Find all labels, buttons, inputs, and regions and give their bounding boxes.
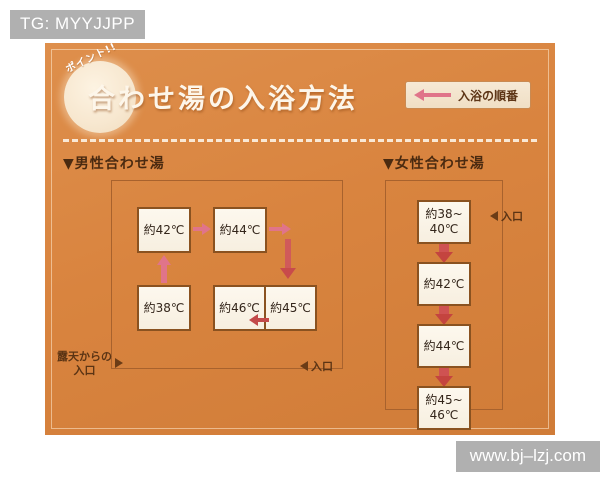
bathing-order-label: 入浴の順番 [458, 88, 519, 103]
arrow-left-icon [414, 88, 452, 102]
poster-panel: ポイント!! 合わせ湯の入浴方法 入浴の順番 ▼男性合わせ湯 約42℃ 約44℃… [45, 41, 555, 435]
temp-box-female-4-line2: 46℃ [429, 408, 459, 422]
entrance-marker-female: 入口 [490, 208, 523, 224]
temp-box-male-44: 約44℃ [213, 207, 267, 253]
male-bath-panel [111, 180, 343, 369]
page-title: 合わせ湯の入浴方法 [88, 84, 358, 115]
temp-box-female-45-46: 約45~ 46℃ [417, 386, 471, 430]
triangle-right-icon [115, 358, 123, 368]
section-heading-female: ▼女性合わせ湯 [383, 156, 485, 172]
arrow-down-icon-male-to-45 [280, 239, 296, 279]
arrow-up-icon-male-38-to-42 [155, 255, 173, 283]
arrow-down-icon-female-3 [431, 367, 457, 387]
temp-box-female-38-40: 約38~ 40℃ [417, 200, 471, 244]
entrance-rotenburo-label: 露天からの 入口 [57, 350, 112, 378]
temp-box-male-38: 約38℃ [137, 285, 191, 331]
entrance-rotenburo-line1: 露天からの [57, 350, 112, 363]
temp-box-female-2-line1: 約42℃ [423, 276, 465, 291]
section-heading-male: ▼男性合わせ湯 [63, 156, 165, 172]
triangle-left-icon [300, 361, 308, 371]
temp-box-female-4-line1: 約45~ [425, 393, 463, 407]
dashed-divider [63, 139, 537, 142]
bathing-order-badge[interactable]: 入浴の順番 [405, 81, 531, 109]
entrance-female-label: 入口 [501, 210, 523, 223]
temp-box-female-44: 約44℃ [417, 324, 471, 368]
temp-box-male-42: 約42℃ [137, 207, 191, 253]
arrow-down-icon-female-2 [431, 305, 457, 325]
entrance-male-label: 入口 [311, 360, 333, 373]
triangle-left-icon-female [490, 211, 498, 221]
arrow-left-icon-male-45-to-46 [249, 313, 269, 327]
temp-box-female-1-line2: 40℃ [429, 222, 459, 236]
site-watermark: www.bj–lzj.com [455, 441, 600, 472]
arrow-right-icon-male-42-to-44 [193, 222, 211, 236]
temp-box-male-45: 約45℃ [265, 285, 317, 331]
arrow-down-icon-female-1 [431, 243, 457, 263]
title-circle-decoration [64, 61, 136, 133]
entrance-marker-rotenburo: 露天からの 入口 [57, 350, 123, 378]
poster-header: ポイント!! 合わせ湯の入浴方法 入浴の順番 [45, 41, 555, 133]
temp-box-female-3-line1: 約44℃ [423, 338, 465, 353]
tg-overlay-tag: TG: MYYJJPP [10, 10, 146, 39]
entrance-marker-male: 入口 [300, 358, 333, 374]
arrow-right-icon-male-44-exit [269, 222, 291, 236]
temp-box-female-42: 約42℃ [417, 262, 471, 306]
entrance-rotenburo-line2: 入口 [73, 363, 96, 377]
temp-box-female-1-line1: 約38~ [425, 207, 463, 221]
